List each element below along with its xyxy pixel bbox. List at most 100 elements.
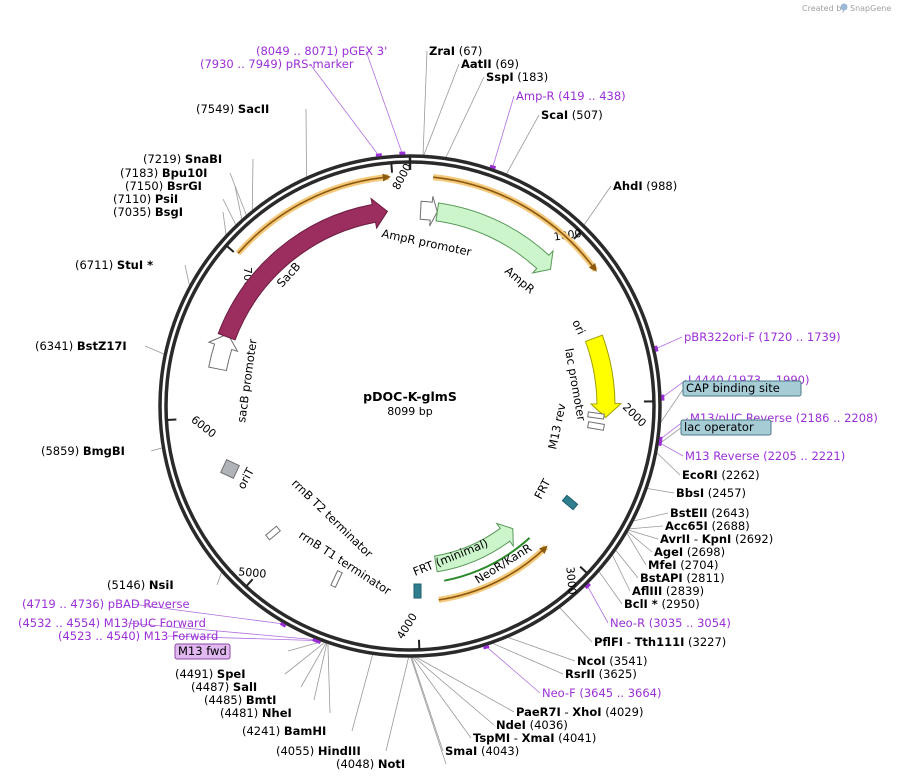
leader-line <box>611 553 631 592</box>
annotation-psii-47: (7110) PsiI <box>113 192 178 206</box>
annotation-label: BstAPI (2811) <box>640 571 725 585</box>
leader-line <box>234 185 243 221</box>
annotation-label: ZraI (67) <box>429 44 482 58</box>
annotation-label: (4491) SpeI <box>175 667 246 681</box>
tick-8000 <box>390 162 394 173</box>
annotation-label: (6711) StuI * <box>75 258 153 272</box>
annotation-label: MfeI (2704) <box>648 558 718 572</box>
leader-line <box>558 606 593 643</box>
annotation-label: NdeI (4036) <box>496 718 568 732</box>
tick-3000 <box>579 565 589 575</box>
annotation-label: Neo-F (3645 .. 3664) <box>542 686 662 700</box>
annotation-bpu10i-49: (7183) Bpu10I <box>120 166 207 180</box>
annotation-bamhi-33: (4241) BamHI <box>242 724 326 738</box>
annotation-label: SspI (183) <box>486 70 548 84</box>
annotation-bmti-35: (4485) BmtI <box>204 693 276 707</box>
tick-label-6000: 6000 <box>189 413 219 440</box>
leader-line <box>445 76 485 159</box>
feature-frt-minimal <box>413 583 422 599</box>
tick-7000 <box>225 244 235 253</box>
leader-line <box>583 185 612 227</box>
leader-line <box>365 50 403 155</box>
annotation-label: (7183) Bpu10I <box>120 166 207 180</box>
sacb-orf-arc <box>237 173 391 254</box>
leader-line <box>309 63 380 157</box>
leader-line <box>631 512 669 522</box>
leader-line <box>655 451 681 476</box>
leader-line <box>412 655 495 726</box>
neor-orf-inner-arc <box>444 537 531 582</box>
leader-line <box>626 530 653 553</box>
feature-rrnb-t2-terminator <box>265 525 281 541</box>
annotation-bsrgi-48: (7150) BsrGI <box>125 179 202 193</box>
credit-prefix: Created by <box>802 4 846 13</box>
feature-sacb-promoter <box>207 333 239 372</box>
annotation-label: PflFI - Tth111I (3227) <box>594 635 726 649</box>
annotation-prs-marker-52: (7930 .. 7949) pRS-marker <box>200 57 354 71</box>
annotation-label: Neo-R (3035 .. 3054) <box>610 616 731 630</box>
annotation-bbsi-13: BbsI (2457) <box>676 486 746 500</box>
leader-line <box>216 570 223 586</box>
annotation-snabi-50: (7219) SnaBI <box>143 152 222 166</box>
leader-line <box>411 655 472 739</box>
credit-brand: SnapGene <box>850 4 891 13</box>
leader-line <box>144 345 166 356</box>
feature-sacb <box>217 197 389 341</box>
tick-1000 <box>573 231 582 240</box>
leader-line <box>351 653 374 732</box>
annotation-pgex-3-53: (8049 .. 8071) pGEX 3' <box>256 44 387 58</box>
annotation-sspi-2: SspI (183) <box>486 70 548 84</box>
tick-label-2000: 2000 <box>620 401 649 430</box>
annotation-label: M13 fwd <box>178 644 227 658</box>
annotation-label: (5859) BmgBI <box>41 444 125 458</box>
annotation-mfei-18: MfeI (2704) <box>648 558 718 572</box>
annotation-nhei-34: (4481) NheI <box>220 706 292 720</box>
feature-label-frt: FRT <box>531 476 554 502</box>
leader-line <box>167 635 319 642</box>
primer-binding-mark <box>482 644 490 650</box>
primer-binding-mark <box>312 638 319 644</box>
leader-line <box>597 570 623 605</box>
annotation-amp-r-3: Amp-R (419 .. 438) <box>516 89 626 103</box>
primer-binding-mark <box>279 622 287 628</box>
leader-line <box>300 641 328 688</box>
leader-line <box>327 642 331 714</box>
annotation-label: AvrII - KpnI (2692) <box>660 532 773 546</box>
annotation-bsteii-14: BstEII (2643) <box>670 506 749 520</box>
annotation-avrii-16: AvrII - KpnI (2692) <box>660 532 773 546</box>
annotation-afliii-20: AflIII (2839) <box>632 584 704 598</box>
annotation-label: lac operator <box>684 420 754 434</box>
feature-m13-rev <box>587 421 605 431</box>
primer-binding-mark <box>658 439 663 446</box>
annotation-aatii-1: AatII (69) <box>461 57 519 71</box>
annotation-tspmi-29: TspMI - XmaI (4041) <box>473 731 596 745</box>
feature-ampr <box>435 202 554 274</box>
annotation-label: (5146) NsiI <box>107 578 174 592</box>
annotation-label: (7035) BsgI <box>113 205 183 219</box>
feature-ori <box>584 334 623 419</box>
annotation-acc65i-15: Acc65I (2688) <box>665 519 750 533</box>
leader-line <box>229 172 248 217</box>
tick-5000 <box>245 578 254 588</box>
annotation-pbr322ori-f-6: pBR322ori-F (1720 .. 1739) <box>684 330 841 344</box>
leader-line <box>127 622 316 641</box>
leader-line <box>655 336 683 350</box>
annotation-label: (7150) BsrGI <box>125 179 202 193</box>
annotation-bsgi-46: (7035) BsgI <box>113 205 183 219</box>
annotation-neo-r-22: Neo-R (3035 .. 3054) <box>610 616 731 630</box>
leader-line <box>251 158 254 213</box>
annotation-label: SmaI (4043) <box>445 744 519 758</box>
annotation-bcli-21: BclI * (2950) <box>624 597 700 611</box>
feature-label-ampr-promoter: AmpR promoter <box>380 226 473 259</box>
annotation-paer7i-27: PaeR7I - XhoI (4029) <box>516 705 643 719</box>
leader-line <box>492 95 515 169</box>
feature-label-m13-rev: M13 rev <box>545 402 568 451</box>
annotation-agei-17: AgeI (2698) <box>654 545 725 559</box>
feature-frt <box>561 494 579 511</box>
annotation-noti-31: (4048) NotI <box>336 757 405 771</box>
annotation-sacii-51: (7549) SacII <box>196 102 269 116</box>
leader-line <box>586 585 609 624</box>
leader-line <box>627 529 659 540</box>
leader-line <box>385 655 410 752</box>
